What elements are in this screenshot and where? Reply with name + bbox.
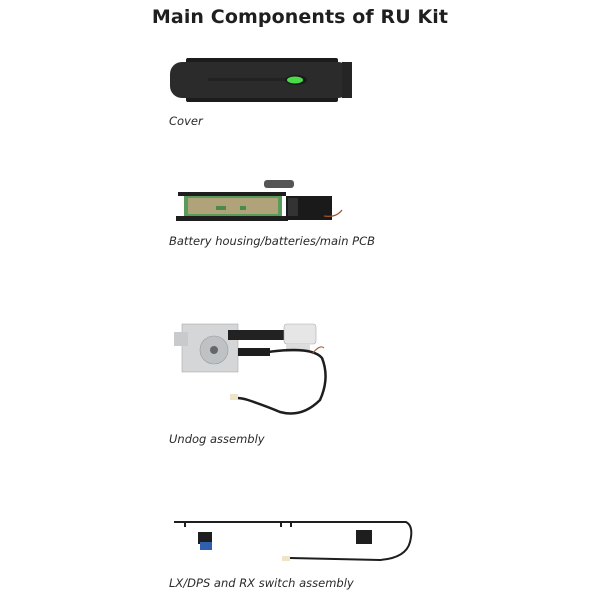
component-caption-switch-assembly: LX/DPS and RX switch assembly <box>169 576 354 590</box>
undog-assembly-image <box>172 318 338 424</box>
component-caption-undog-assembly: Undog assembly <box>169 432 265 446</box>
component-caption-cover: Cover <box>169 114 203 128</box>
switch-assembly-image <box>170 514 416 568</box>
battery-housing-image <box>174 180 344 228</box>
cover-image <box>168 56 354 104</box>
component-caption-battery-housing: Battery housing/batteries/main PCB <box>169 234 376 248</box>
page-title: Main Components of RU Kit <box>151 6 449 28</box>
